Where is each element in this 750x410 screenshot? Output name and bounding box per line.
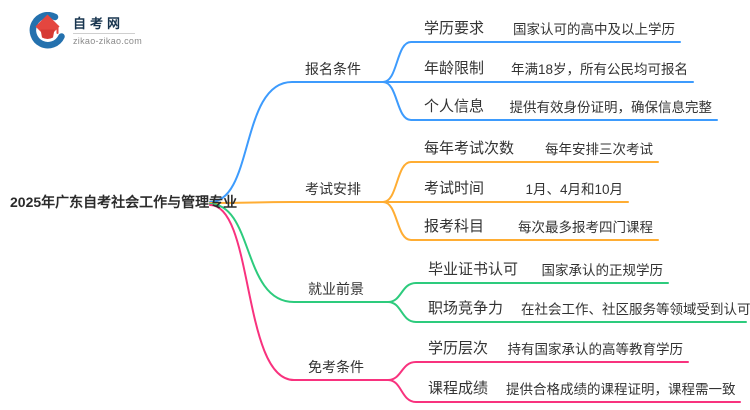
- subtopic-row: 年龄限制 年满18岁，所有公民均可报名: [410, 58, 693, 82]
- subtopic-value: 年满18岁，所有公民均可报名: [510, 62, 688, 77]
- subtopic-row: 学历要求 国家认可的高中及以上学历: [410, 18, 680, 42]
- subtopic-label: 年龄限制: [424, 60, 485, 77]
- subtopic-label: 每年考试次数: [424, 140, 515, 157]
- logo-domain: zikao-zikao.com: [73, 36, 143, 46]
- branch-label-exemption-conditions: 免考条件: [308, 359, 364, 375]
- subtopic-row: 学历层次 持有国家承认的高等教育学历: [414, 338, 688, 362]
- branch-label-career-prospects: 就业前景: [308, 281, 364, 297]
- subtopic-label: 职场竞争力: [428, 300, 504, 317]
- subtopic-value: 国家承认的正规学历: [541, 263, 664, 278]
- branch2-lines: [209, 161, 659, 241]
- subtopic-row: 课程成绩 提供合格成绩的课程证明，课程需一致: [414, 378, 740, 402]
- subtopic-label: 考试时间: [424, 180, 485, 197]
- subtopic-value: 每年安排三次考试: [545, 142, 653, 157]
- subtopic-label: 报考科目: [424, 218, 485, 235]
- branch4-lines: [209, 204, 741, 403]
- subtopic-label: 课程成绩: [428, 380, 489, 397]
- branch1-lines: [209, 41, 718, 203]
- subtopic-label: 学历要求: [424, 20, 485, 37]
- logo-text: 自考网 zikao-zikao.com: [73, 16, 142, 46]
- subtopic-value: 每次最多报考四门课程: [518, 220, 653, 235]
- subtopic-value: 在社会工作、社区服务等领域受到认可: [521, 302, 750, 317]
- subtopic-label: 学历层次: [428, 340, 489, 357]
- subtopic-row: 职场竞争力 在社会工作、社区服务等领域受到认可: [414, 298, 750, 322]
- logo-divider: [73, 33, 135, 34]
- subtopic-value: 1月、4月和10月: [525, 182, 623, 197]
- subtopic-row: 每年考试次数 每年安排三次考试: [410, 138, 658, 162]
- subtopic-row: 考试时间 1月、4月和10月: [410, 178, 628, 202]
- central-topic: 2025年广东自考社会工作与管理专业: [10, 194, 238, 210]
- subtopic-value: 持有国家承认的高等教育学历: [507, 342, 684, 357]
- subtopic-value: 提供有效身份证明，确保信息完整: [509, 100, 713, 115]
- subtopic-label: 毕业证书认可: [428, 261, 519, 278]
- subtopic-row: 报考科目 每次最多报考四门课程: [410, 216, 658, 240]
- branch-label-signup-conditions: 报名条件: [305, 61, 361, 77]
- subtopic-label: 个人信息: [424, 98, 485, 115]
- site-logo: 自考网 zikao-zikao.com: [28, 12, 142, 50]
- subtopic-value: 国家认可的高中及以上学历: [513, 22, 675, 37]
- graduation-cap-icon: [29, 12, 65, 49]
- logo-title: 自考网: [73, 16, 125, 31]
- subtopic-value: 提供合格成绩的课程证明，课程需一致: [506, 382, 736, 397]
- subtopic-row: 毕业证书认可 国家承认的正规学历: [414, 259, 668, 283]
- branch3-lines: [209, 203, 747, 323]
- branch-label-exam-schedule: 考试安排: [305, 181, 361, 197]
- subtopic-row: 个人信息 提供有效身份证明，确保信息完整: [410, 96, 717, 120]
